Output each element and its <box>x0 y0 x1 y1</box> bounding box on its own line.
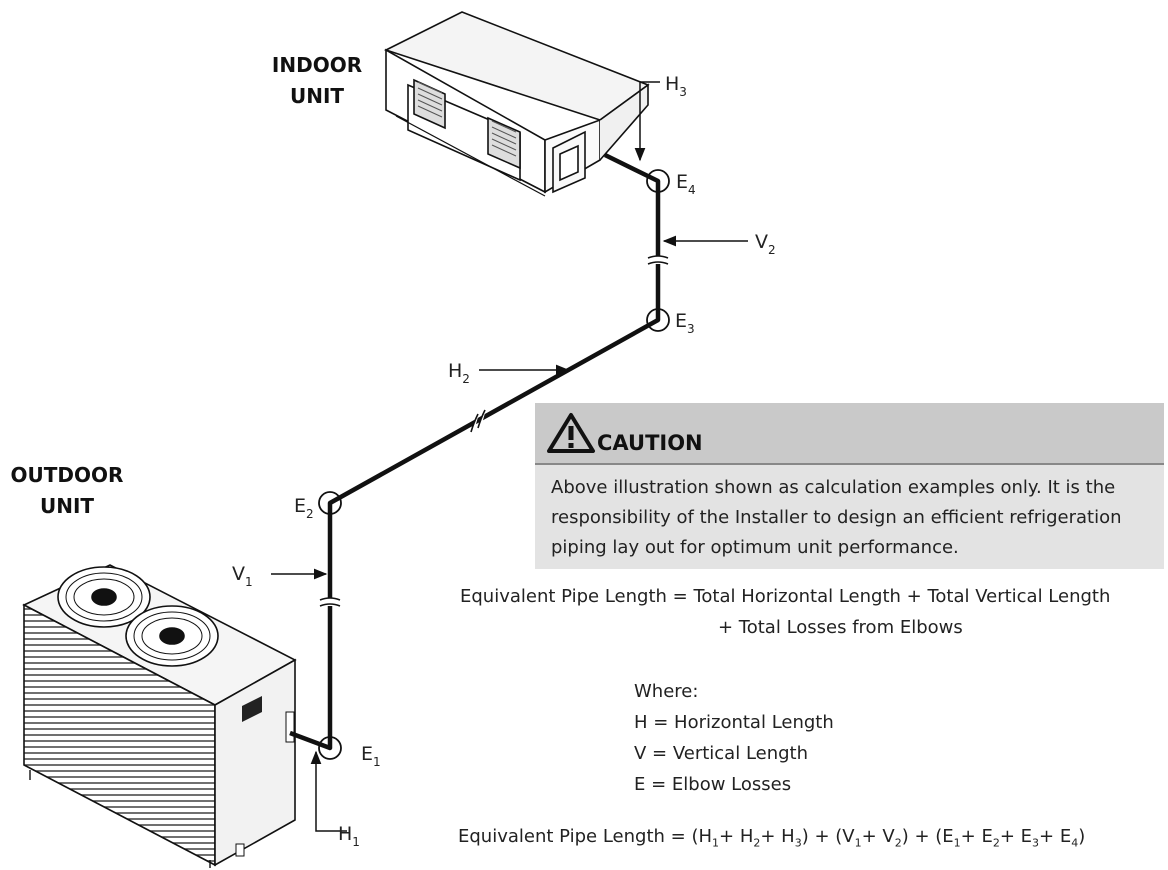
caution-box: CAUTION Above illustration shown as calc… <box>535 403 1164 569</box>
label-e3: E3 <box>675 310 695 336</box>
where-heading: Where: <box>634 681 699 702</box>
elbow-e3 <box>646 308 670 332</box>
label-e4: E4 <box>676 171 696 197</box>
caution-title: CAUTION <box>597 431 703 455</box>
label-h1: H1 <box>338 823 360 849</box>
where-item-h: H = Horizontal Length <box>634 712 834 733</box>
elbow-e4 <box>646 169 670 193</box>
label-e2: E2 <box>294 495 314 521</box>
label-e1: E1 <box>361 743 381 769</box>
outdoor-unit-label: OUTDOOR UNIT <box>4 460 130 522</box>
outdoor-unit-drawing <box>22 564 297 868</box>
indoor-label-line2: UNIT <box>289 84 345 108</box>
outdoor-label-line1: OUTDOOR <box>10 463 124 487</box>
indoor-label-line1: INDOOR <box>271 53 363 77</box>
where-item-e: E = Elbow Losses <box>634 774 792 795</box>
warning-icon <box>547 413 595 453</box>
caution-header: CAUTION <box>535 403 1164 465</box>
label-v1: V1 <box>232 563 253 589</box>
where-item-v: V = Vertical Length <box>634 743 809 764</box>
refrigerant-pipe <box>289 152 670 760</box>
outdoor-label-line2: UNIT <box>39 494 95 518</box>
label-h2: H2 <box>448 360 470 386</box>
caution-text: Above illustration shown as calculation … <box>551 477 1122 558</box>
label-h3: H3 <box>665 73 687 99</box>
equation1-line1: Equivalent Pipe Length = Total Horizonta… <box>460 586 1111 607</box>
indoor-unit-drawing <box>383 11 650 197</box>
label-v2: V2 <box>755 231 776 257</box>
equation1-line2: + Total Losses from Elbows <box>718 617 963 638</box>
callout-arrows <box>271 81 748 832</box>
elbow-e1 <box>318 736 342 760</box>
equation2: Equivalent Pipe Length = (H1+ H2+ H3) + … <box>458 826 1086 850</box>
pipe-labels: H1 E1 V1 E2 H2 E3 V2 E4 H3 <box>232 73 776 849</box>
indoor-unit-label: INDOOR UNIT <box>262 50 372 112</box>
elbow-e2 <box>318 491 342 515</box>
where-list: Where: H = Horizontal Length V = Vertica… <box>634 676 834 800</box>
